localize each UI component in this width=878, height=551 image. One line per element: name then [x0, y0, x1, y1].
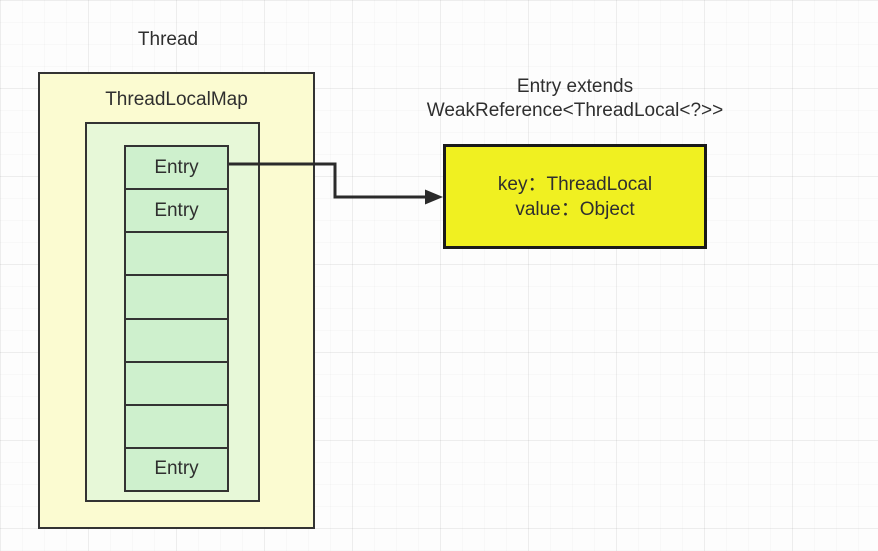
threadlocalmap-title: ThreadLocalMap [105, 89, 248, 110]
entry-cell [126, 319, 227, 363]
entry-cell [126, 362, 227, 406]
entry-cell-label: Entry [154, 458, 199, 480]
entry-cell-label: Entry [154, 156, 199, 178]
entry-cell: Entry [126, 190, 227, 234]
thread-label: Thread [137, 29, 199, 50]
entry-cell [126, 405, 227, 449]
entry-cell: Entry [126, 448, 227, 490]
entry-value-text: value：Object [515, 198, 635, 220]
entry-cell [126, 233, 227, 277]
entry-cell [126, 276, 227, 320]
entry-stack: Entry Entry Entry [124, 145, 229, 492]
entry-extends-note-line1: Entry extends [516, 76, 634, 97]
entry-extends-note: Entry extends WeakReference<ThreadLocal<… [400, 75, 750, 123]
entry-extends-note-line2: WeakReference<ThreadLocal<?>> [426, 100, 724, 121]
entry-cell: Entry [126, 147, 227, 191]
entry-key-text: key：ThreadLocal [497, 173, 653, 195]
entry-detail-box: key：ThreadLocal value：Object [443, 144, 707, 249]
entry-cell-label: Entry [154, 199, 199, 221]
